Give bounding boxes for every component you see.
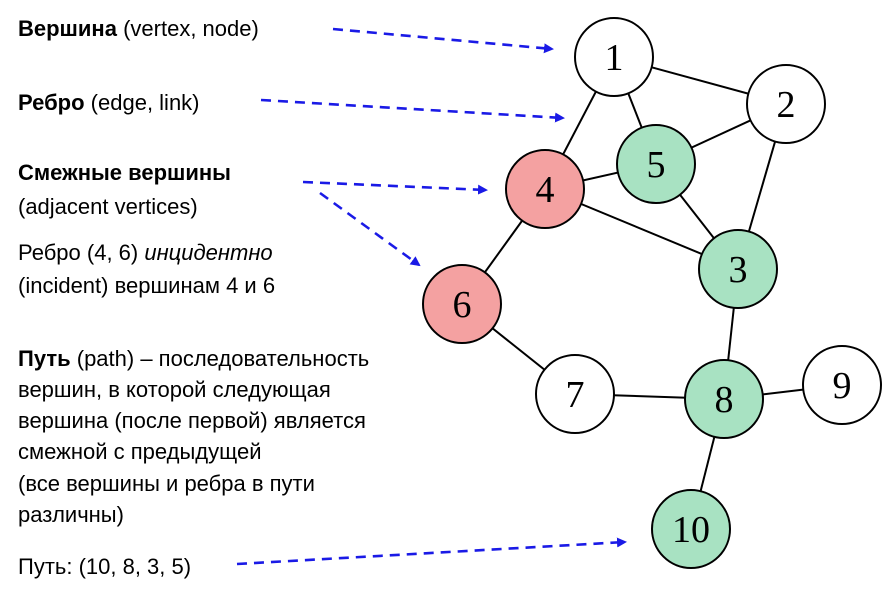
node-1: 1 xyxy=(574,17,654,97)
edge-english: (edge, link) xyxy=(90,90,200,115)
path-term: Путь xyxy=(18,346,71,371)
node-9: 9 xyxy=(802,345,882,425)
node-4-circle xyxy=(505,149,585,229)
vertex-english: (vertex, node) xyxy=(123,16,259,41)
node-10: 10 xyxy=(651,489,731,569)
node-4-label: 4 xyxy=(536,169,555,211)
node-6: 6 xyxy=(422,264,502,344)
node-8-circle xyxy=(684,359,764,439)
path-line-2: вершин, в которой следующая xyxy=(18,377,331,402)
node-5-circle xyxy=(616,124,696,204)
incident-term: инцидентно xyxy=(144,240,273,265)
node-5-label: 5 xyxy=(647,144,666,186)
node-6-circle xyxy=(422,264,502,344)
node-10-label: 10 xyxy=(672,509,710,551)
arrow-to-vertex xyxy=(332,27,554,54)
node-8: 8 xyxy=(684,359,764,439)
node-1-circle xyxy=(574,17,654,97)
node-1-label: 1 xyxy=(605,37,624,79)
arrow-to-edge xyxy=(260,98,565,123)
node-2-label: 2 xyxy=(777,84,796,126)
node-2: 2 xyxy=(746,64,826,144)
node-7-label: 7 xyxy=(566,374,585,416)
node-10-circle xyxy=(651,489,731,569)
arrow-to-node-6 xyxy=(319,191,421,267)
arrow-to-path xyxy=(236,537,627,566)
node-2-circle xyxy=(746,64,826,144)
adjacent-term: Смежные вершины xyxy=(18,160,231,185)
edge-term: Ребро xyxy=(18,90,85,115)
edge-definition: Ребро (edge, link) xyxy=(18,87,200,118)
path-line-3: вершина (после первой) является xyxy=(18,408,366,433)
node-4: 4 xyxy=(505,149,585,229)
vertex-definition: Вершина (vertex, node) xyxy=(18,13,259,44)
incident-prefix: Ребро (4, 6) xyxy=(18,240,145,265)
path-line-4: смежной с предыдущей xyxy=(18,439,262,464)
incident-line-2: (incident) вершинам 4 и 6 xyxy=(18,273,276,298)
path-line-5: (все вершины и ребра в пути xyxy=(18,471,315,496)
node-7-circle xyxy=(535,354,615,434)
incident-line-1: Ребро (4, 6) инцидентно xyxy=(18,237,273,268)
node-8-label: 8 xyxy=(715,379,734,421)
node-5: 5 xyxy=(616,124,696,204)
vertex-term: Вершина xyxy=(18,16,117,41)
path-example: Путь: (10, 8, 3, 5) xyxy=(18,554,192,579)
node-9-circle xyxy=(802,345,882,425)
path-line-1-rest: (path) – последовательность xyxy=(70,346,370,371)
arrow-to-node-4 xyxy=(302,180,488,195)
path-line-6: различны) xyxy=(18,502,124,527)
node-3-label: 3 xyxy=(729,249,748,291)
adjacent-english: (adjacent vertices) xyxy=(18,194,198,219)
node-7: 7 xyxy=(535,354,615,434)
nodes: 1 2 3 4 5 6 7 8 9 10 xyxy=(422,17,882,569)
annotation-arrows xyxy=(236,27,627,566)
node-6-label: 6 xyxy=(453,284,472,326)
node-3-circle xyxy=(698,229,778,309)
node-9-label: 9 xyxy=(833,365,852,407)
node-3: 3 xyxy=(698,229,778,309)
path-line-1: Путь (path) – последовательность xyxy=(18,343,369,374)
